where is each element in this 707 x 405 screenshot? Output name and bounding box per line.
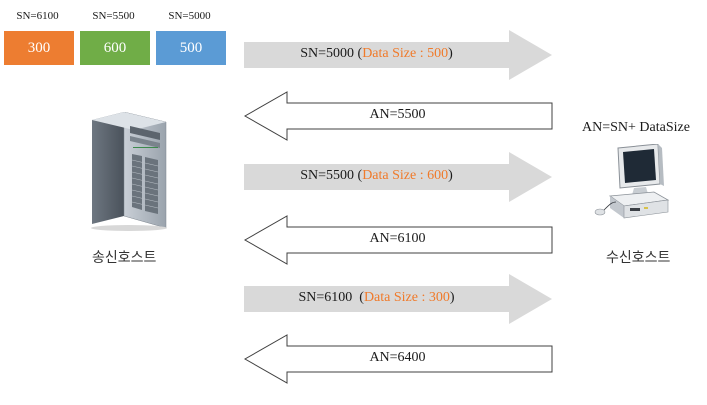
ack-arrow-2-label: AN=6100 — [369, 231, 426, 246]
ack-arrow-1-label: AN=5500 — [369, 107, 426, 122]
send-arrow-2 — [244, 152, 552, 202]
send-arrow-1-label: SN=5000 (Data Size : 500) — [244, 46, 509, 62]
send-arrow-1-suffix: ) — [448, 46, 453, 61]
receiver-host-label: 수신호스트 — [606, 250, 671, 266]
sender-host-label: 송신호스트 — [92, 250, 157, 266]
ack-arrow-2 — [243, 215, 553, 265]
send-arrow-2-data-size: Data Size : 600 — [362, 168, 449, 183]
send-arrow-3-data-size: Data Size : 300 — [363, 290, 450, 305]
segment-box-2: 600 — [80, 31, 150, 65]
desktop-computer-icon — [594, 144, 670, 219]
ack-arrow-1 — [243, 91, 553, 141]
segment-sn-label-1: SN=6100 — [16, 10, 59, 22]
segment-sn-label-2: SN=5500 — [92, 10, 135, 22]
send-arrow-3-suffix: ) — [449, 290, 455, 305]
send-arrow-2-label: SN=5500 (Data Size : 600) — [244, 168, 509, 184]
segment-box-3: 500 — [156, 31, 226, 65]
send-arrow-3 — [244, 274, 552, 324]
send-arrow-2-sn: SN=5500 ( — [300, 168, 363, 183]
server-icon — [91, 112, 167, 231]
send-arrow-3-label: SN=6100 (Data Size : 300) — [244, 290, 509, 306]
send-arrow-1 — [244, 30, 552, 80]
segment-box-1: 300 — [4, 31, 74, 65]
ack-arrow-3-label: AN=6400 — [369, 350, 426, 365]
send-arrow-2-suffix: ) — [448, 168, 453, 183]
ack-formula: AN=SN+ DataSize — [582, 120, 690, 135]
send-arrow-1-sn: SN=5000 ( — [300, 46, 363, 61]
send-arrow-1-data-size: Data Size : 500 — [362, 46, 449, 61]
send-arrow-3-sn: SN=6100 ( — [298, 290, 364, 305]
segment-sn-label-3: SN=5000 — [168, 10, 211, 22]
ack-arrow-3 — [243, 334, 553, 384]
